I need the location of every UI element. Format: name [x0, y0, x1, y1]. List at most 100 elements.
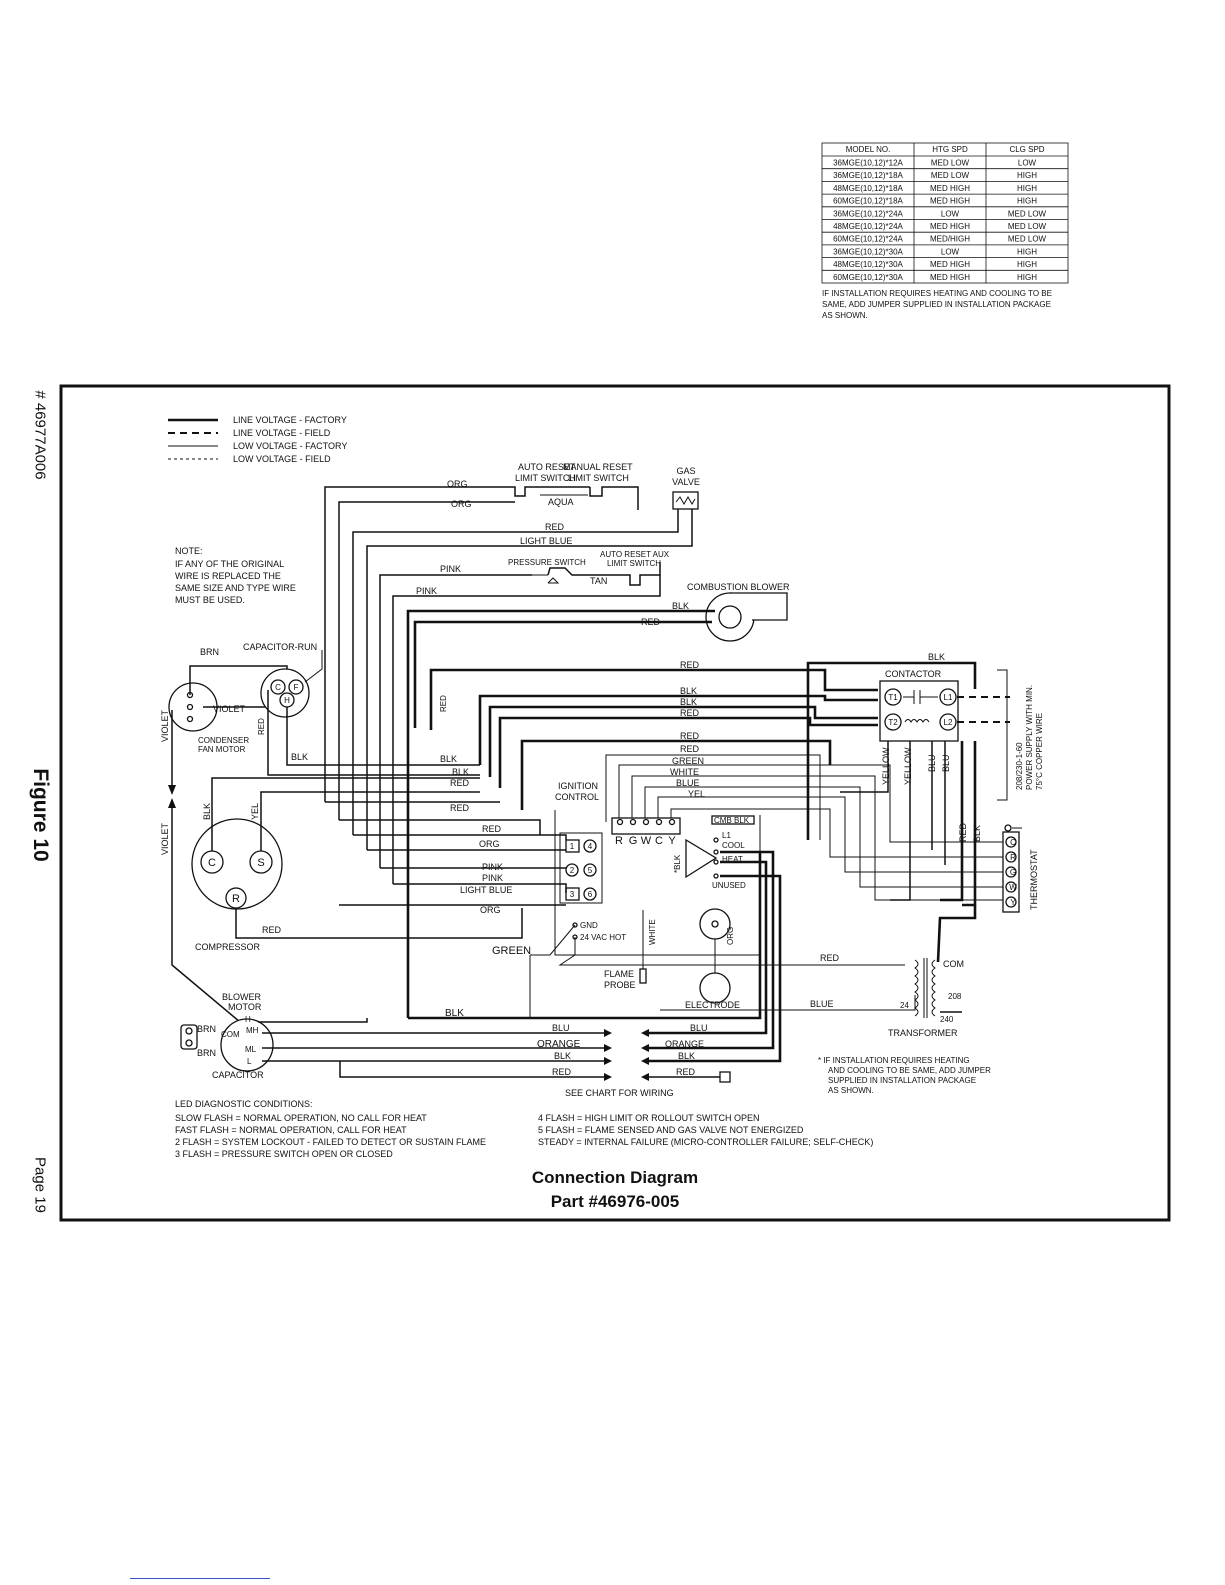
wire-blk-left: BLK: [554, 1051, 571, 1061]
model-table-note: IF INSTALLATION REQUIRES HEATING AND COO…: [822, 289, 1052, 320]
blower-h: H: [245, 1015, 251, 1024]
wire-red-plug: RED: [482, 824, 502, 834]
aux-limit-label-2: LIMIT SWITCH: [607, 559, 661, 568]
wire-blk-mid-2: BLK: [452, 767, 469, 777]
svg-text:AS SHOWN.: AS SHOWN.: [828, 1086, 874, 1095]
svg-text:MUST BE USED.: MUST BE USED.: [175, 595, 245, 605]
wire-red-top: RED: [680, 660, 700, 670]
svg-text:COMBUSTION BLOWER: COMBUSTION BLOWER: [687, 582, 790, 592]
legend-line-voltage-factory: LINE VOLTAGE - FACTORY: [233, 415, 347, 425]
svg-text:24 VAC HOT: 24 VAC HOT: [580, 933, 626, 942]
svg-text:R: R: [1010, 853, 1016, 862]
xfmr-240: 240: [940, 1015, 954, 1024]
table-cell: HIGH: [1017, 247, 1037, 256]
combustion-blower: COMBUSTION BLOWER BLK RED: [406, 582, 790, 1018]
table-header-model: MODEL NO.: [846, 145, 891, 154]
table-cell: 48MGE(10,12)*24A: [833, 222, 903, 231]
legend-low-voltage-field: LOW VOLTAGE - FIELD: [233, 454, 331, 464]
wire-tan: TAN: [590, 576, 607, 586]
wire-pink-plug-2: PINK: [482, 873, 503, 883]
table-cell: MED HIGH: [930, 184, 970, 193]
table-cell: HIGH: [1017, 171, 1037, 180]
table-cell: 36MGE(10,12)*12A: [833, 159, 903, 168]
terminal-g: G: [629, 835, 638, 847]
svg-text:C: C: [208, 857, 216, 869]
svg-text:L2: L2: [944, 718, 953, 727]
wire-orange-left: ORANGE: [537, 1039, 581, 1050]
wire-green-gnd: GREEN: [492, 945, 531, 957]
svg-text:5 FLASH = FLAME SENSED AND GAS: 5 FLASH = FLAME SENSED AND GAS VALVE NOT…: [538, 1125, 804, 1135]
ignition-control: IGNITION CONTROL R G W C Y 1 4 2 5 3 6 R…: [339, 781, 905, 1018]
wire-violet-fan: VIOLET: [213, 704, 246, 714]
svg-text:AND COOLING TO BE SAME, ADD JU: AND COOLING TO BE SAME, ADD JUMPER: [828, 1066, 991, 1075]
contactor-feed-wires: RED RED BLK BLK RED BLK BLK RED RED RED: [325, 660, 878, 813]
table-cell: MED LOW: [1008, 209, 1047, 218]
svg-text:BLOWER: BLOWER: [222, 992, 262, 1002]
svg-text:IF INSTALLATION REQUIRES HEATI: IF INSTALLATION REQUIRES HEATING AND COO…: [822, 289, 1052, 298]
blower-ml: ML: [245, 1045, 257, 1054]
wire-light-blue-plug: LIGHT BLUE: [460, 885, 512, 895]
table-cell: 36MGE(10,12)*24A: [833, 209, 903, 218]
table-cell: MED HIGH: [930, 222, 970, 231]
svg-text:COMPRESSOR: COMPRESSOR: [195, 942, 261, 952]
table-cell: 60MGE(10,12)*24A: [833, 235, 903, 244]
table-cell: HIGH: [1017, 273, 1037, 282]
table-cell: MED HIGH: [930, 260, 970, 269]
gas-valve: GAS VALVE RED LIGHT BLUE: [352, 466, 700, 850]
compressor: C S R COMPRESSOR BLK YEL RED: [191, 777, 523, 952]
wire-yel-ign: YEL: [688, 789, 705, 799]
table-cell: 36MGE(10,12)*18A: [833, 171, 903, 180]
svg-text:Y: Y: [1010, 898, 1016, 907]
svg-text:NOTE:: NOTE:: [175, 546, 203, 556]
note: NOTE: IF ANY OF THE ORIGINAL WIRE IS REP…: [175, 546, 296, 605]
wire-red-ign-1: RED: [680, 731, 700, 741]
wire-org-plug: ORG: [479, 839, 500, 849]
wire-aqua: AQUA: [548, 497, 574, 507]
svg-text:IGNITION: IGNITION: [558, 781, 598, 791]
table-cell: 36MGE(10,12)*30A: [833, 247, 903, 256]
wire-blu-1: BLU: [927, 754, 937, 772]
wire-red-left: RED: [552, 1067, 572, 1077]
pressure-switch-label: PRESSURE SWITCH: [508, 558, 586, 567]
table-header-clg: CLG SPD: [1009, 145, 1044, 154]
svg-text:R: R: [232, 893, 240, 905]
footnote: * IF INSTALLATION REQUIRES HEATING AND C…: [818, 1056, 991, 1095]
svg-text:VALVE: VALVE: [672, 477, 700, 487]
svg-text:HEAT: HEAT: [722, 855, 743, 864]
table-cell: LOW: [1018, 159, 1037, 168]
wire-red-cap: RED: [257, 718, 266, 735]
svg-text:6: 6: [588, 890, 593, 899]
svg-text:LED DIAGNOSTIC CONDITIONS:: LED DIAGNOSTIC CONDITIONS:: [175, 1099, 313, 1109]
wire-light-blue-gas: LIGHT BLUE: [520, 536, 572, 546]
wire-violet-1: VIOLET: [160, 709, 170, 742]
svg-text:SUPPLIED IN INSTALLATION PACKA: SUPPLIED IN INSTALLATION PACKAGE: [828, 1076, 976, 1085]
svg-text:2: 2: [570, 866, 575, 875]
wire-blk-top-1: BLK: [680, 686, 697, 696]
table-cell: 48MGE(10,12)*30A: [833, 260, 903, 269]
table-cell: LOW: [941, 209, 960, 218]
table-cell: HIGH: [1017, 197, 1037, 206]
svg-text:ELECTRODE: ELECTRODE: [685, 1000, 740, 1010]
wire-star-blk: *BLK: [673, 854, 682, 873]
svg-text:CMB BLK: CMB BLK: [714, 816, 750, 825]
table-cell: MED LOW: [931, 171, 970, 180]
manual-reset-label-1: MANUAL RESET: [563, 462, 633, 472]
wire-blk-bottom: BLK: [445, 1008, 464, 1019]
table-cell: 60MGE(10,12)*30A: [833, 273, 903, 282]
svg-text:G: G: [1010, 868, 1016, 877]
svg-text:S: S: [257, 857, 264, 869]
wire-blu-right: BLU: [690, 1023, 708, 1033]
wire-violet-2: VIOLET: [160, 822, 170, 855]
svg-text:W: W: [1009, 883, 1017, 892]
svg-text:GND: GND: [580, 921, 598, 930]
see-chart-label: SEE CHART FOR WIRING: [565, 1088, 674, 1098]
wire-red-right: RED: [958, 822, 968, 842]
svg-text:H: H: [284, 696, 290, 705]
svg-text:FAST FLASH = NORMAL OPERATION,: FAST FLASH = NORMAL OPERATION, CALL FOR …: [175, 1125, 407, 1135]
aux-limit-label-1: AUTO RESET AUX: [600, 550, 670, 559]
xfmr-24: 24: [900, 1001, 909, 1010]
table-cell: MED LOW: [1008, 235, 1047, 244]
svg-text:C: C: [275, 683, 281, 692]
svg-text:WIRE IS REPLACED THE: WIRE IS REPLACED THE: [175, 571, 281, 581]
